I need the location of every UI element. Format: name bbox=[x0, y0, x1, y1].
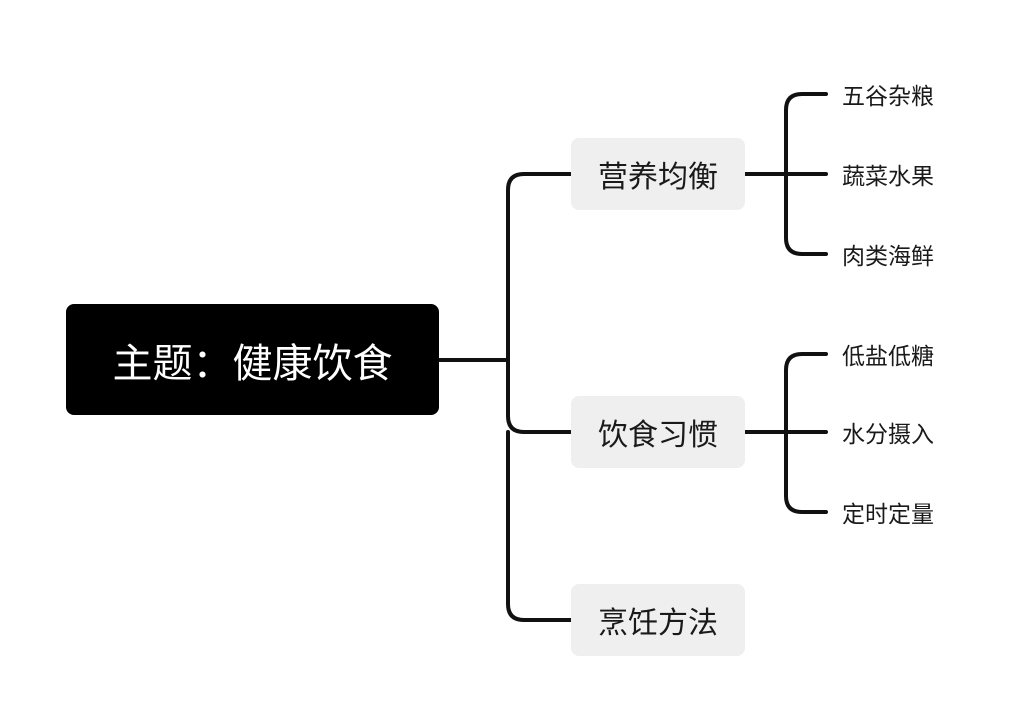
root-topic-label: 主题：健康饮食 bbox=[112, 340, 393, 387]
leaf-topic-low-salt-sugar[interactable]: 低盐低糖 bbox=[842, 336, 934, 372]
leaf-topic-label: 定时定量 bbox=[842, 502, 934, 528]
root-topic[interactable]: 主题：健康饮食 bbox=[66, 304, 439, 415]
leaf-topic-vegetables-fruits[interactable]: 蔬菜水果 bbox=[842, 156, 934, 192]
branch-2-to-leaf-1 bbox=[784, 352, 828, 434]
trunk-to-branch-3 bbox=[506, 430, 573, 622]
leaf-topic-grains[interactable]: 五谷杂粮 bbox=[842, 76, 934, 112]
branch-topic-label: 烹饪方法 bbox=[598, 606, 718, 641]
branch-topic-nutrition-balance[interactable]: 营养均衡 bbox=[571, 138, 745, 210]
trunk-to-branch-1 bbox=[506, 172, 573, 362]
leaf-topic-meat-seafood[interactable]: 肉类海鲜 bbox=[842, 236, 934, 272]
branch-topic-label: 饮食习惯 bbox=[598, 418, 718, 453]
leaf-topic-label: 水分摄入 bbox=[842, 422, 934, 448]
leaf-topic-regular-meals[interactable]: 定时定量 bbox=[842, 494, 934, 530]
branch-2-to-leaf-3 bbox=[784, 430, 828, 514]
leaf-topic-label: 蔬菜水果 bbox=[842, 164, 934, 190]
branch-topic-eating-habits[interactable]: 饮食习惯 bbox=[571, 396, 745, 468]
branch-1-to-leaf-1 bbox=[784, 92, 828, 176]
branch-topic-label: 营养均衡 bbox=[598, 160, 718, 195]
leaf-topic-label: 肉类海鲜 bbox=[842, 244, 934, 270]
leaf-topic-label: 低盐低糖 bbox=[842, 344, 934, 370]
branch-1-to-leaf-3 bbox=[784, 172, 828, 256]
leaf-topic-water-intake[interactable]: 水分摄入 bbox=[842, 414, 934, 450]
leaf-topic-label: 五谷杂粮 bbox=[842, 84, 934, 110]
trunk-to-branch-2 bbox=[506, 358, 573, 434]
branch-topic-cooking-methods[interactable]: 烹饪方法 bbox=[571, 584, 745, 656]
